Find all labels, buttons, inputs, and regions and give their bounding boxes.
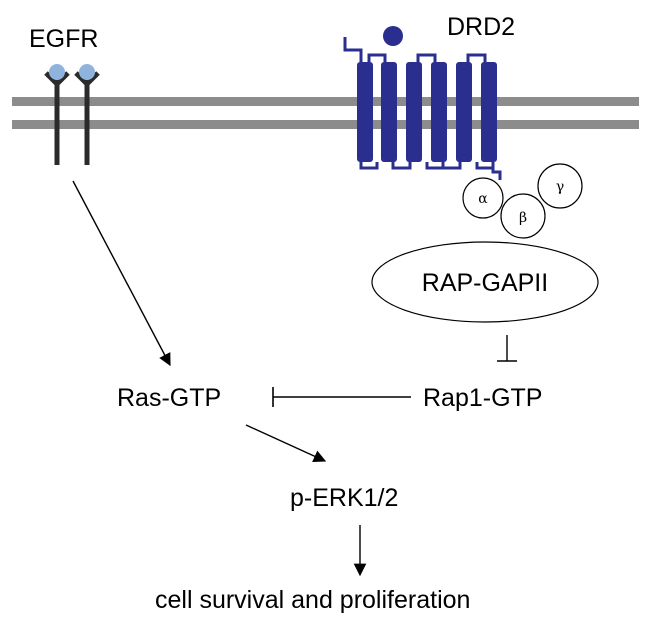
ras-to-perk-arrow <box>245 424 327 463</box>
drd2-label: DRD2 <box>447 13 515 41</box>
egfr-receptor <box>44 64 100 165</box>
drd2-tm-helix <box>456 62 472 162</box>
g-protein: α β γ <box>462 163 583 239</box>
egfr-monomer <box>44 64 70 165</box>
egfr-monomer <box>74 64 100 165</box>
rap1-inhibits-ras <box>272 387 411 407</box>
g-beta-label: β <box>519 210 527 226</box>
drd2-tm-helix <box>381 62 397 162</box>
drd2-tm-helix <box>357 62 373 162</box>
drd2-tm-helix <box>431 62 447 162</box>
g-gamma-label: γ <box>556 179 564 195</box>
perk-node: p-ERK1/2 <box>290 484 398 512</box>
rap1-gtp-node: Rap1-GTP <box>423 384 542 412</box>
membrane-inner-leaflet <box>12 120 639 129</box>
rap-gapii-ellipse <box>371 241 599 323</box>
outcome-node: cell survival and proliferation <box>155 586 470 614</box>
ras-gtp-node: Ras-GTP <box>117 384 221 412</box>
drd2-ligand <box>383 26 403 46</box>
drd2-loop-path <box>343 37 502 180</box>
g-alpha-subunit <box>462 177 504 219</box>
drd2-tm-helix <box>481 62 497 162</box>
egfr-to-ras-arrow <box>72 180 171 367</box>
rapgap-inhibits-rap1 <box>497 335 517 362</box>
cell-membrane <box>12 97 639 129</box>
rap-gapii-label: RAP-GAPII <box>422 269 548 297</box>
g-alpha-label: α <box>478 191 488 207</box>
g-gamma-subunit <box>537 163 583 209</box>
drd2-tm-helix <box>406 62 422 162</box>
egfr-label: EGFR <box>29 25 98 53</box>
g-beta-subunit <box>500 193 546 239</box>
egfr-ligand <box>49 64 65 80</box>
membrane-outer-leaflet <box>12 97 639 106</box>
egfr-ligand <box>79 64 95 80</box>
pathway-edges <box>72 180 517 577</box>
drd2-receptor <box>343 26 502 180</box>
